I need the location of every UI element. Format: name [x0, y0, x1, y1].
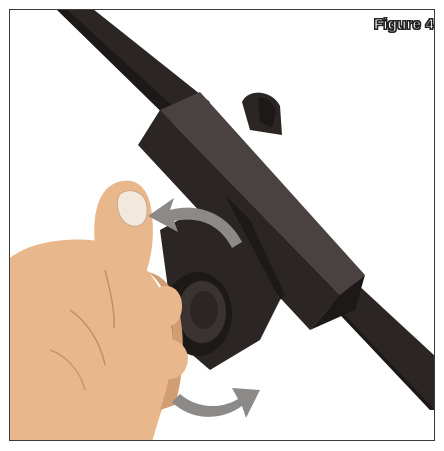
arrow-lower-rotate: [172, 388, 260, 418]
figure-label: Figure 4: [374, 16, 434, 33]
wiper-illustration: [10, 10, 435, 441]
clip-cap-inner: [190, 291, 218, 329]
figure-frame: Figure 4: [9, 9, 435, 441]
hand-palm: [10, 240, 173, 441]
